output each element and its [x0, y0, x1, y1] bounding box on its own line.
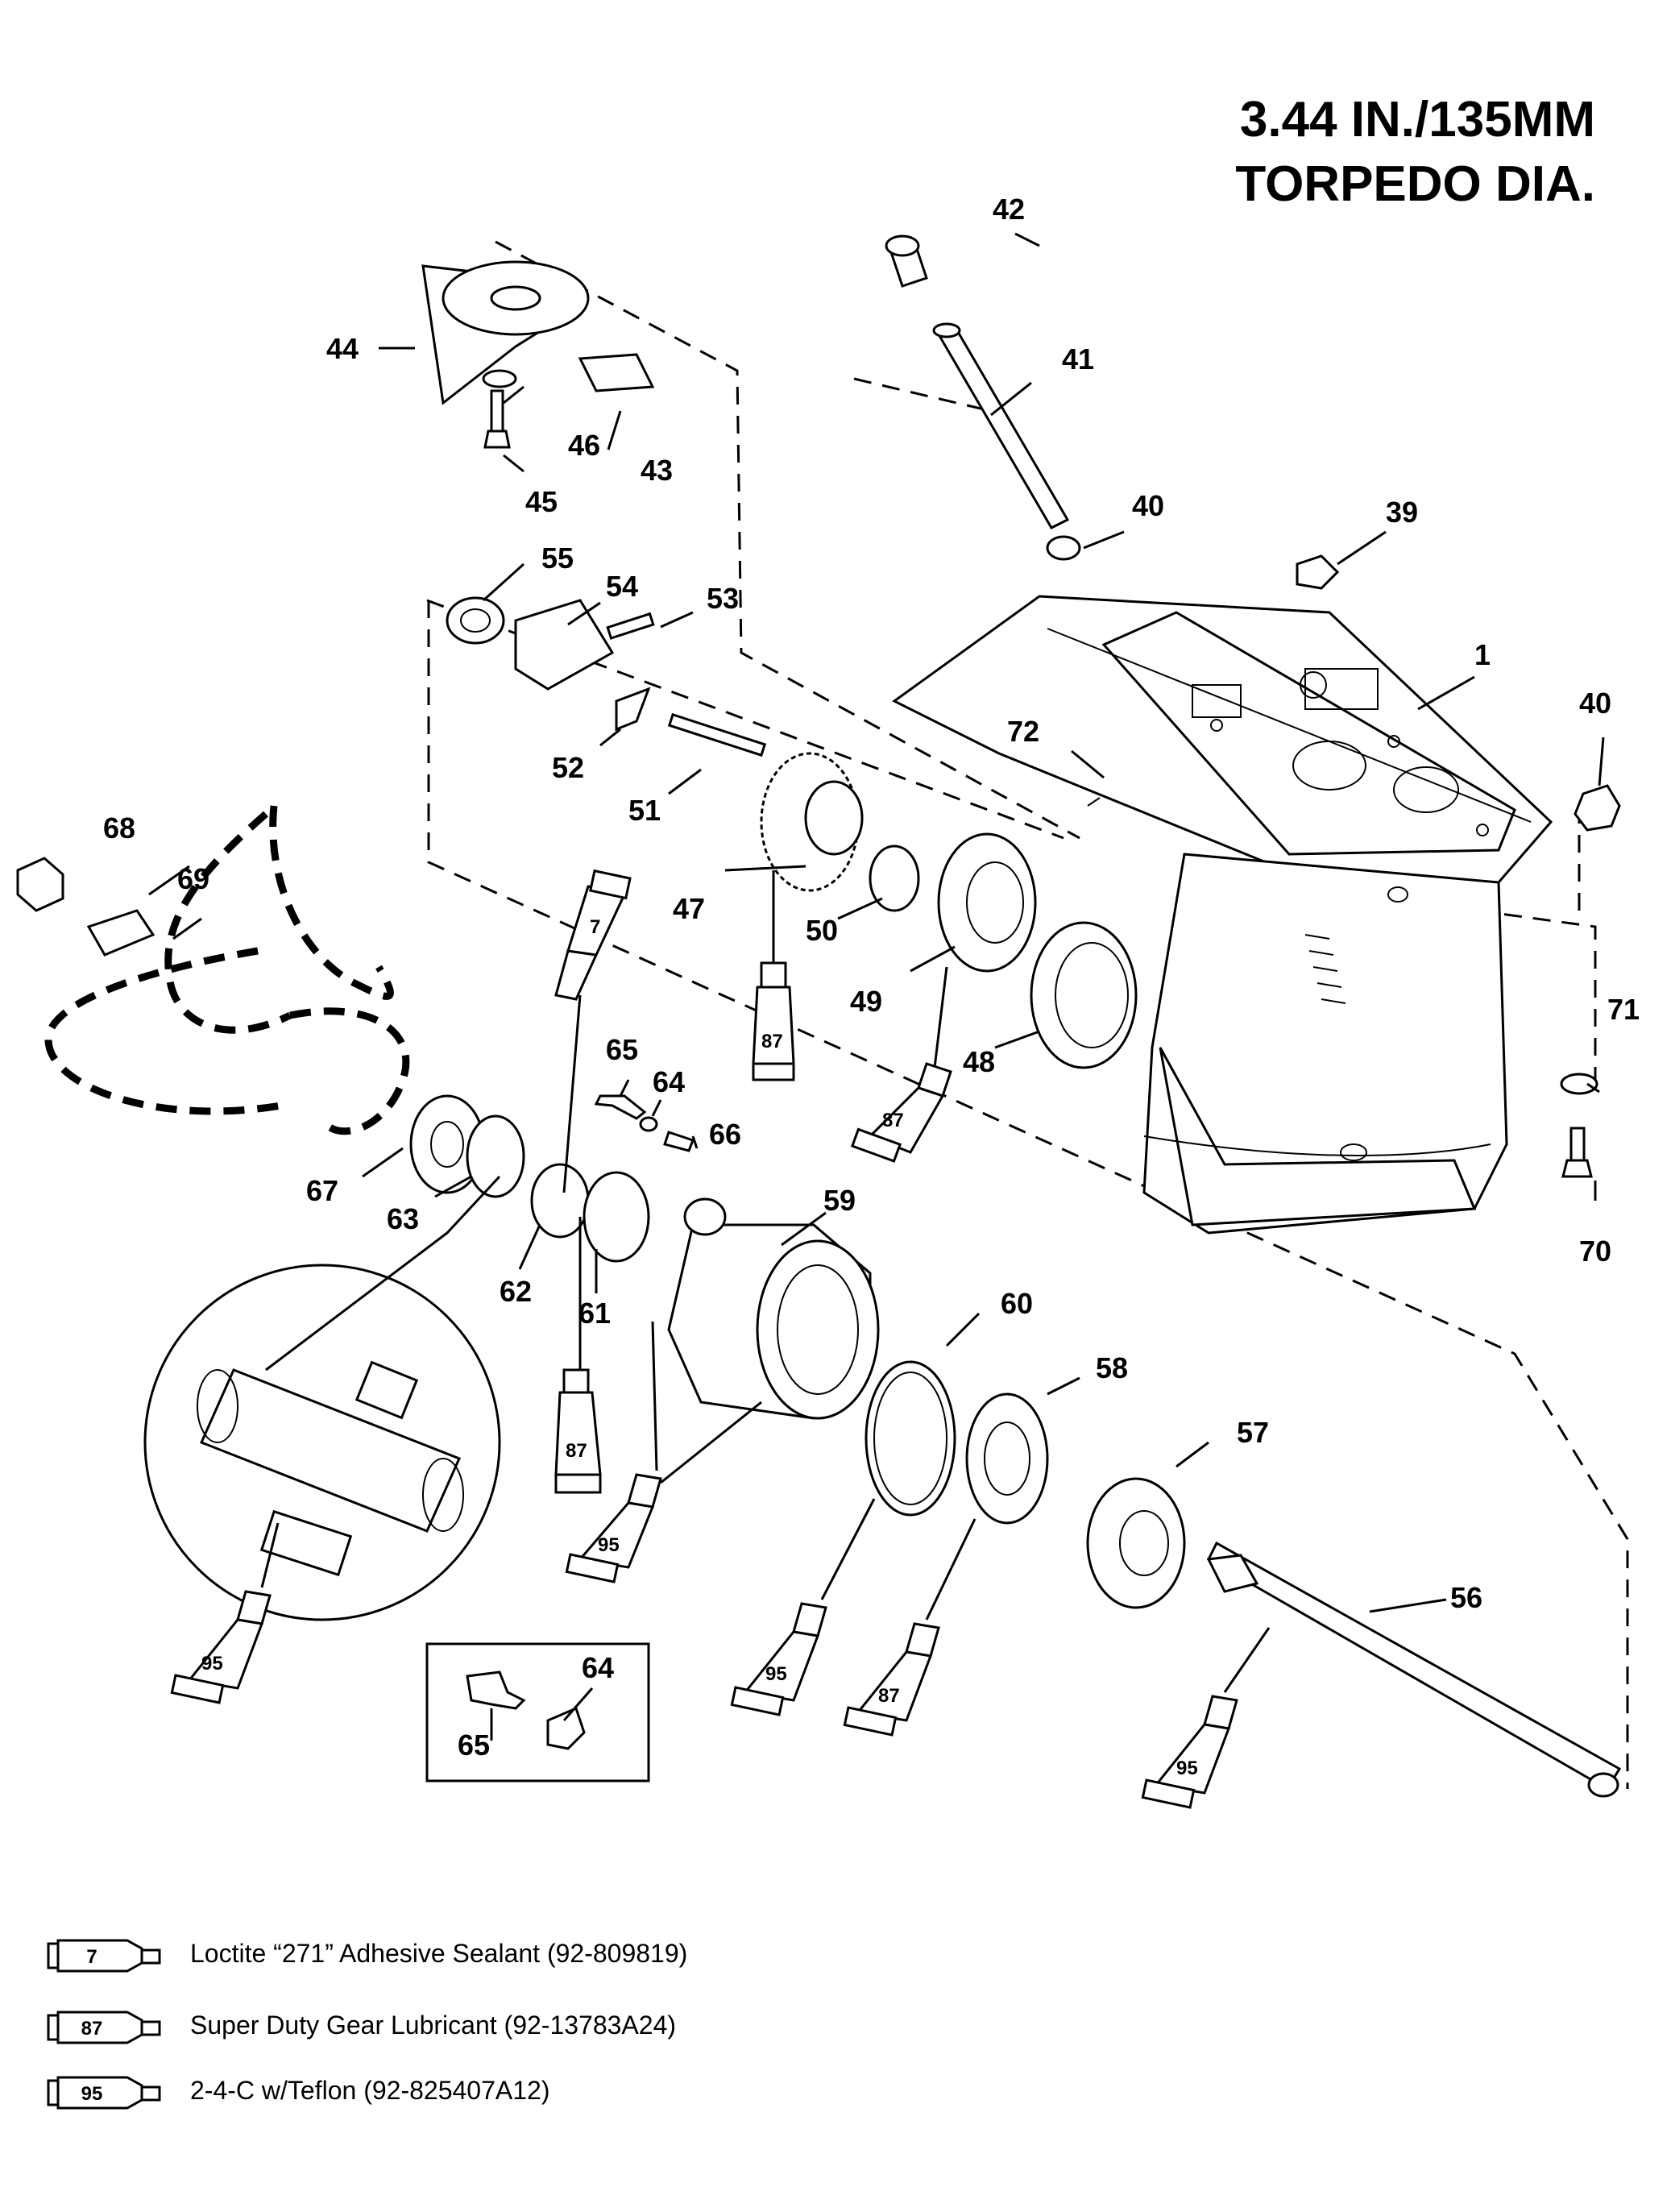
callout-46: 46 — [568, 429, 600, 462]
lubricant-tube: 87 — [850, 1062, 952, 1163]
small-fasteners — [594, 554, 1621, 1178]
tube-label: 95 — [201, 1653, 223, 1675]
gear-case-housing — [892, 595, 1553, 1235]
callout-1: 1 — [1474, 638, 1491, 671]
callout-66: 66 — [709, 1118, 741, 1151]
callout-72: 72 — [1007, 715, 1039, 748]
callout-64-inset: 64 — [582, 1651, 614, 1684]
callout-56: 56 — [1450, 1581, 1482, 1614]
leader-lines — [148, 232, 1605, 1741]
legend-text: Super Duty Gear Lubricant (92-13783A24) — [190, 2011, 677, 2040]
callout-68: 68 — [103, 811, 135, 845]
callout-45: 45 — [525, 485, 558, 518]
callout-67: 67 — [306, 1174, 338, 1207]
callout-51: 51 — [628, 794, 661, 827]
shift-components — [446, 596, 767, 757]
callout-62: 62 — [500, 1275, 532, 1308]
tube-label: 95 — [765, 1663, 787, 1685]
callout-39: 39 — [1386, 496, 1418, 529]
legend-text: Loctite “271” Adhesive Sealant (92-80981… — [190, 1939, 688, 1968]
bearing-carrier — [667, 1197, 1049, 1525]
lubricant-tube: 7 — [554, 869, 632, 1001]
lubricant-tube: 95 — [1141, 1695, 1238, 1809]
callout-61: 61 — [578, 1297, 611, 1330]
legend-item: 95 2-4-C w/Teflon (92-825407A12) — [47, 2069, 1014, 2114]
callout-41: 41 — [1062, 342, 1094, 376]
magnified-bearing-inset — [143, 1264, 501, 1621]
title-line-2: TORPEDO DIA. — [1235, 156, 1595, 212]
tube-label: 7 — [590, 916, 600, 938]
title-line-1: 3.44 IN./135MM — [1239, 92, 1595, 147]
tube-label: 95 — [598, 1534, 620, 1556]
propeller-outline — [44, 805, 410, 1135]
callout-47: 47 — [673, 892, 705, 925]
legend-code: 7 — [86, 1946, 97, 1968]
trim-tab-anode — [421, 260, 655, 449]
callout-55: 55 — [541, 542, 574, 575]
legend-code: 95 — [81, 2083, 103, 2105]
lubricant-tube: 95 — [730, 1602, 827, 1716]
callout-57: 57 — [1237, 1416, 1269, 1449]
lubricant-tube-icon: 7 — [47, 1939, 161, 1973]
callout-43: 43 — [641, 454, 673, 487]
forward-gear-and-prop-shaft — [1086, 1477, 1622, 1798]
callout-64: 64 — [653, 1065, 685, 1098]
fastener-inset-box — [425, 1642, 650, 1782]
lubricant-tube-icon: 95 — [47, 2076, 161, 2110]
callout-54: 54 — [606, 570, 638, 603]
callout-63: 63 — [387, 1202, 419, 1235]
reverse-gear-and-bearings — [760, 752, 1138, 1069]
legend-item: 87 Super Duty Gear Lubricant (92-13783A2… — [47, 2004, 1014, 2049]
callout-50: 50 — [806, 914, 838, 947]
lubricant-tube: 95 — [170, 1590, 272, 1704]
lubricant-tube: 87 — [843, 1622, 940, 1737]
lubricant-tube: 87 — [554, 1368, 602, 1494]
callout-numbers: 1 39 40 40 41 42 43 44 45 46 47 48 49 50… — [103, 193, 1640, 1762]
tube-label: 87 — [761, 1031, 783, 1052]
callout-40a: 40 — [1132, 489, 1164, 522]
callout-44: 44 — [326, 332, 359, 365]
tube-label: 87 — [882, 1110, 904, 1131]
lubricant-tube: 95 — [565, 1473, 662, 1583]
callout-53: 53 — [707, 582, 739, 615]
lubricant-tube-icon: 87 — [47, 2011, 161, 2044]
callout-40b: 40 — [1579, 687, 1611, 720]
callout-48: 48 — [963, 1045, 995, 1078]
callout-58: 58 — [1096, 1351, 1128, 1384]
tube-label: 87 — [878, 1685, 900, 1707]
callout-59: 59 — [823, 1184, 856, 1217]
drive-shaft-tube — [885, 234, 1081, 561]
callout-60: 60 — [1001, 1287, 1033, 1320]
lubricant-tube: 87 — [752, 961, 795, 1081]
callout-65: 65 — [606, 1033, 638, 1066]
prop-hardware — [16, 857, 650, 1263]
callout-70: 70 — [1579, 1235, 1611, 1268]
tube-label: 95 — [1176, 1758, 1198, 1779]
legend-code: 87 — [81, 2018, 103, 2040]
legend-text: 2-4-C w/Teflon (92-825407A12) — [190, 2076, 550, 2105]
callout-65-inset: 65 — [458, 1729, 490, 1762]
callout-52: 52 — [552, 751, 584, 784]
callout-69: 69 — [177, 862, 209, 895]
callout-49: 49 — [850, 985, 882, 1018]
tube-label: 87 — [566, 1440, 587, 1462]
callout-71: 71 — [1607, 993, 1640, 1026]
callout-42: 42 — [993, 193, 1025, 226]
legend-item: 7 Loctite “271” Adhesive Sealant (92-809… — [47, 1932, 1014, 1978]
